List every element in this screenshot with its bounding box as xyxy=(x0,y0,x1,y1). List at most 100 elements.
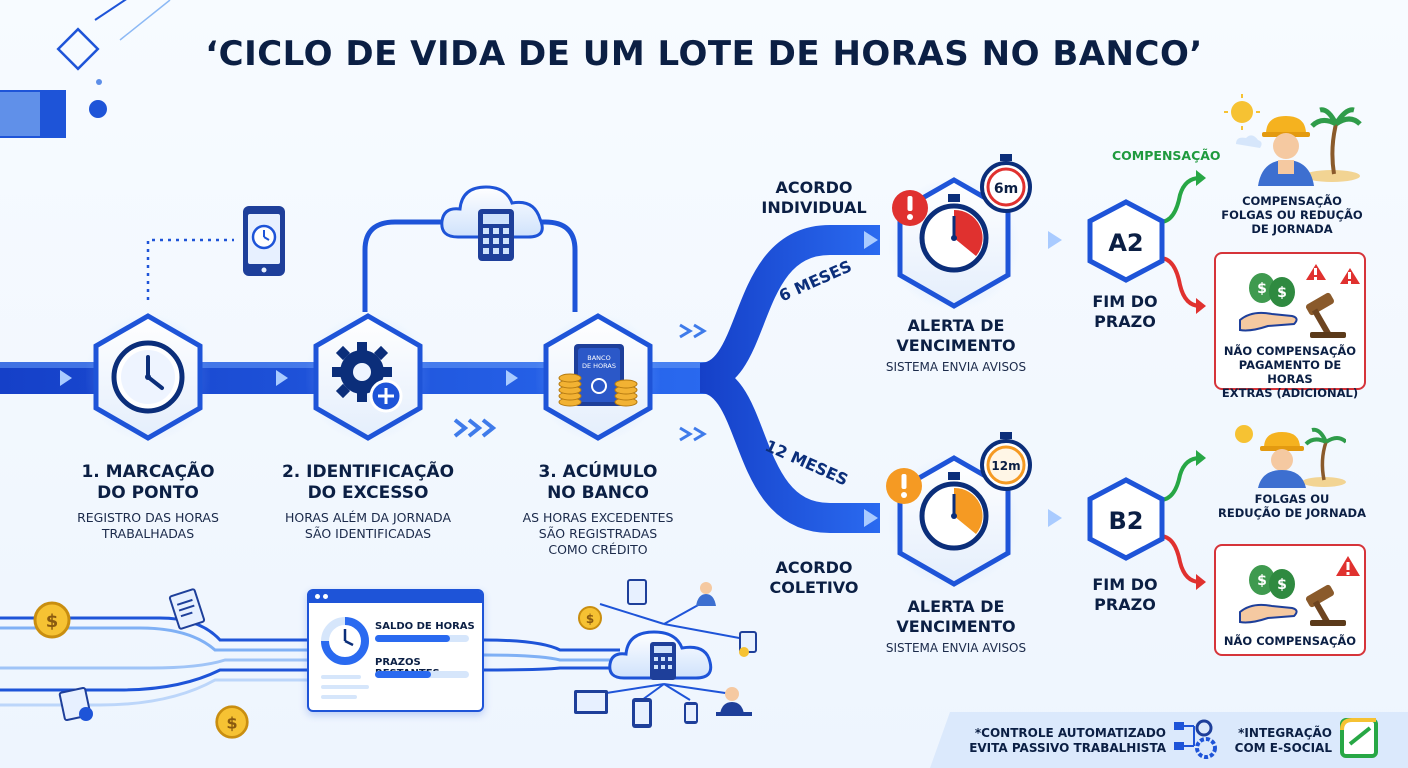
corner-decoration xyxy=(0,0,171,138)
agreement-collective-line1: ACORDO xyxy=(775,558,853,577)
agreement-collective-label: ACORDO COLETIVO xyxy=(752,558,876,598)
agreement-collective-line2: COLETIVO xyxy=(769,578,859,597)
svg-text:$: $ xyxy=(226,713,237,732)
saldo-bar xyxy=(375,635,469,642)
outcome-top-bad-line2: PAGAMENTO DE HORAS xyxy=(1238,358,1342,386)
svg-text:$: $ xyxy=(46,611,59,632)
document-badge-icon xyxy=(58,686,93,722)
step-3-title-line1: 3. ACÚMULO xyxy=(538,462,658,482)
footer-note-2-line2: COM E-SOCIAL xyxy=(1234,741,1332,755)
alert-top-text: ALERTA DE VENCIMENTO SISTEMA ENVIA AVISO… xyxy=(874,316,1038,374)
deadline-top-line1: FIM DO xyxy=(1092,292,1158,311)
cloud-network-icon: $ xyxy=(574,579,757,728)
stopwatch-red-icon xyxy=(919,194,989,273)
alert-top-desc: SISTEMA ENVIA AVISOS xyxy=(885,360,1027,374)
alert-bottom-title-line1: ALERTA DE xyxy=(907,597,1005,616)
safe-label-1: BANCO xyxy=(587,354,610,362)
esocial-logo-icon xyxy=(1340,718,1378,758)
outcome-top-ok-line3: DE JORNADA xyxy=(1251,222,1333,236)
smartphone-icon xyxy=(243,206,285,276)
outcome-top-ok: COMPENSAÇÃO FOLGAS OU REDUÇÃO DE JORNADA xyxy=(1214,194,1370,236)
compensation-green-label: COMPENSAÇÃO xyxy=(1112,148,1221,163)
node-b2-label: B2 xyxy=(1109,507,1144,535)
step-3-title-line2: NO BANCO xyxy=(547,483,649,503)
outcome-bottom-bad-box: $ $ NÃO COMPENSAÇÃO xyxy=(1214,544,1366,656)
worker-beach-icon xyxy=(1224,94,1362,186)
outcome-bottom-ok: FOLGAS OU REDUÇÃO DE JORNADA xyxy=(1214,492,1370,520)
alert-hexagon-top xyxy=(888,177,1020,310)
step-1-title-line2: DO PONTO xyxy=(97,483,199,503)
alert-bottom-desc: SISTEMA ENVIA AVISOS xyxy=(885,641,1027,655)
stopwatch-orange-icon xyxy=(919,472,989,551)
step-2-desc-line2: SÃO IDENTIFICADAS xyxy=(304,526,432,541)
cloud-calculator-icon xyxy=(440,185,544,261)
step-2-desc-line1: HORAS ALÉM DA JORNADA xyxy=(284,510,452,525)
outcome-top-bad-text: NÃO COMPENSAÇÃO PAGAMENTO DE HORAS EXTRA… xyxy=(1216,344,1364,400)
step-3-desc-line3: COMO CRÉDITO xyxy=(548,542,648,557)
svg-text:$: $ xyxy=(1257,573,1267,589)
footer-note-1-line1: *CONTROLE AUTOMATIZADO xyxy=(974,726,1166,740)
step-3-hexagon: BANCO DE HORAS xyxy=(536,313,660,441)
deadline-top-line2: PRAZO xyxy=(1094,312,1156,331)
timer-badge-6m-text: 6m xyxy=(994,181,1018,197)
safe-coins-icon: BANCO DE HORAS xyxy=(558,344,638,407)
node-b2: B2 xyxy=(1087,477,1165,561)
step-1-hexagon xyxy=(86,313,210,441)
clock-icon xyxy=(111,340,185,414)
data-stream-lines xyxy=(0,616,620,707)
node-a2: A2 xyxy=(1087,199,1165,283)
alert-exclamation-orange-icon xyxy=(886,468,922,504)
svg-text:$: $ xyxy=(1277,577,1287,593)
svg-text:$: $ xyxy=(1277,285,1287,301)
node-a2-label: A2 xyxy=(1108,229,1143,257)
outcome-bottom-ok-line2: REDUÇÃO DE JORNADA xyxy=(1217,506,1366,520)
step-1-desc-line1: REGISTRO DAS HORAS xyxy=(77,510,219,525)
timer-badge-6m: 6m xyxy=(980,154,1032,213)
step-1-text: 1. MARCAÇÃO DO PONTO REGISTRO DAS HORAS … xyxy=(38,462,258,542)
worker-beach-icon-bottom xyxy=(1235,425,1346,488)
deadline-bottom-line1: FIM DO xyxy=(1092,575,1158,594)
timer-badge-12m-text: 12m xyxy=(991,459,1020,473)
outcome-top-bad-line3: EXTRAS (ADICIONAL) xyxy=(1221,386,1359,400)
outcome-top-bad-box: $ $ NÃO COMPENSAÇÃO PAGAMENTO DE HORAS E… xyxy=(1214,252,1366,400)
money-gavel-icon: $ $ xyxy=(1239,264,1360,338)
footer-note-1-line2: EVITA PASSIVO TRABALHISTA xyxy=(969,741,1166,755)
outcome-bottom-bad-text: NÃO COMPENSAÇÃO xyxy=(1216,634,1364,648)
deadline-top: FIM DO PRAZO xyxy=(1080,292,1170,332)
document-icon xyxy=(168,588,206,630)
outcome-top-ok-line2: FOLGAS OU REDUÇÃO xyxy=(1221,208,1363,222)
alert-top-title-line1: ALERTA DE xyxy=(907,316,1005,335)
deadline-bottom-line2: PRAZO xyxy=(1094,595,1156,614)
dashboard-titlebar xyxy=(309,591,482,603)
step-3-desc-line2: SÃO REGISTRADAS xyxy=(538,526,658,541)
footer-note-2: *INTEGRAÇÃO COM E-SOCIAL xyxy=(1226,726,1332,756)
step-2-hexagon xyxy=(306,313,430,441)
alert-hexagon-bottom xyxy=(886,455,1020,588)
outcome-bottom-ok-line1: FOLGAS OU xyxy=(1254,492,1330,506)
outcome-bottom-bad-line1: NÃO COMPENSAÇÃO xyxy=(1223,634,1357,648)
footer-note-1: *CONTROLE AUTOMATIZADO EVITA PASSIVO TRA… xyxy=(966,726,1166,756)
gear-plus-icon xyxy=(332,342,403,413)
step-3-text: 3. ACÚMULO NO BANCO AS HORAS EXCEDENTES … xyxy=(488,462,708,558)
footer-note-2-line1: *INTEGRAÇÃO xyxy=(1238,726,1332,740)
agreement-individual-line1: ACORDO xyxy=(775,178,853,197)
coin-icon-2: $ xyxy=(215,705,249,739)
prazos-bar xyxy=(375,671,469,678)
diagram-title: ‘CICLO DE VIDA DE UM LOTE DE HORAS NO BA… xyxy=(205,34,1203,74)
panel-saldo-label: SALDO DE HORAS xyxy=(375,621,475,632)
money-gavel-icon-bottom: $ $ xyxy=(1239,556,1360,626)
progress-ring-icon xyxy=(321,617,369,665)
alert-top-title-line2: VENCIMENTO xyxy=(896,336,1016,355)
upper-branch-flow xyxy=(679,225,1090,533)
dashboard-panel: SALDO DE HORAS PRAZOS RESTANTES xyxy=(307,589,484,712)
step-2-title-line1: 2. IDENTIFICAÇÃO xyxy=(281,462,455,482)
safe-label-2: DE HORAS xyxy=(582,362,616,370)
alert-bottom-text: ALERTA DE VENCIMENTO SISTEMA ENVIA AVISO… xyxy=(874,597,1038,655)
svg-text:$: $ xyxy=(586,612,594,626)
agreement-individual-line2: INDIVIDUAL xyxy=(761,198,867,217)
deadline-bottom: FIM DO PRAZO xyxy=(1080,575,1170,615)
step-2-title-line2: DO EXCESSO xyxy=(307,483,429,503)
automation-gears-icon xyxy=(1174,719,1217,759)
coin-icon: $ xyxy=(33,601,71,639)
svg-text:$: $ xyxy=(1257,281,1267,297)
